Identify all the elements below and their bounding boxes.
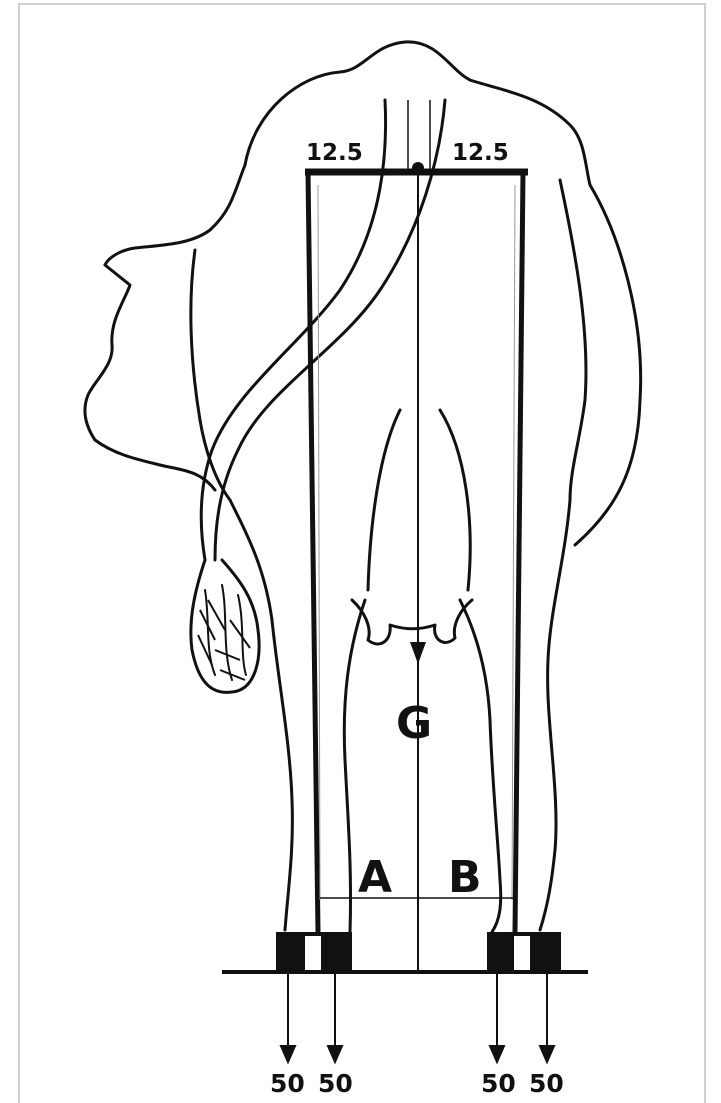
right-hoof (487, 932, 561, 972)
left-support (308, 172, 318, 932)
top-dimension-left: 12.5 (306, 140, 363, 166)
center-of-gravity-point (412, 162, 424, 174)
hoof-load-1: 50 (270, 1069, 305, 1098)
hoof-load-2: 50 (318, 1069, 353, 1098)
hoof-load-3: 50 (481, 1069, 516, 1098)
right-support (515, 172, 523, 932)
load-arrows (281, 974, 554, 1062)
hoof-load-4: 50 (529, 1069, 564, 1098)
center-of-gravity-label: G (396, 698, 432, 749)
leg-label-a: A (358, 852, 392, 903)
gravity-arrow (410, 642, 426, 664)
top-dimension-right: 12.5 (452, 140, 509, 166)
load-frame (305, 100, 528, 972)
leg-label-b: B (448, 852, 482, 903)
left-hoof (276, 932, 352, 972)
